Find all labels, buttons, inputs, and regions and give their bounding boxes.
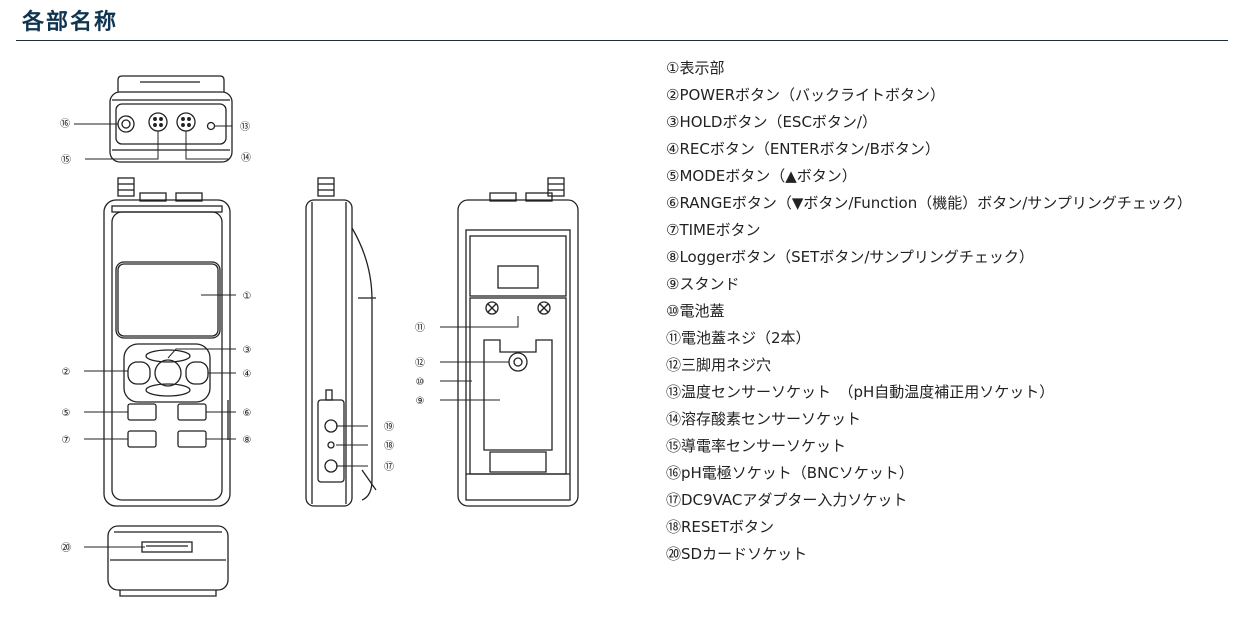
callout-3: ③: [243, 345, 252, 356]
legend-item: ⑥RANGEボタン（▼ボタン/Function（機能）ボタン/サンプリングチェッ…: [666, 194, 1192, 212]
svg-text:⑧: ⑧: [243, 435, 252, 446]
front-view: [103, 177, 231, 507]
legend-item: ①表示部: [666, 59, 725, 77]
legend-item: ⑪電池蓋ネジ（2本）: [666, 329, 811, 347]
callout-15: ⑮: [61, 154, 71, 166]
legend-item: ⑩電池蓋: [666, 302, 725, 320]
svg-text:⑱: ⑱: [384, 440, 394, 452]
device-diagram: ⑯ ⑮ ⑬ ⑭ ① ② ③ ④ ⑤ ⑥ ⑦ ⑧ ⑪ ⑫ ⑩ ⑨ ⑲ ⑱ ⑰ ⑳: [56, 75, 579, 597]
title-divider: [16, 40, 1228, 41]
svg-text:⑫: ⑫: [415, 357, 425, 369]
svg-text:⑨: ⑨: [416, 396, 425, 407]
legend-item: ⑦TIMEボタン: [666, 221, 761, 239]
callout-11: ⑪: [415, 322, 425, 334]
callout-9: ⑨: [416, 396, 425, 407]
side-sockets: [324, 419, 338, 473]
callout-20: ⑳: [61, 542, 71, 554]
side-view: [305, 177, 377, 507]
bottom-view: [107, 525, 229, 597]
legend-item: ⑯pH電極ソケット（BNCソケット）: [666, 464, 914, 482]
svg-text:⑦: ⑦: [62, 435, 71, 446]
svg-text:⑪: ⑪: [415, 322, 425, 334]
callout-10: ⑩: [416, 377, 425, 388]
callout-18: ⑱: [384, 440, 394, 452]
svg-text:②: ②: [62, 367, 71, 378]
callout-16: ⑯: [56, 114, 74, 132]
legend-item: ⑬温度センサーソケット （pH自動温度補正用ソケット）: [666, 383, 1055, 401]
svg-text:⑥: ⑥: [243, 408, 252, 419]
svg-text:⑳: ⑳: [61, 542, 71, 554]
callout-8: ⑧: [243, 435, 252, 446]
legend-item: ⑳SDカードソケット: [666, 545, 808, 563]
legend-item: ⑫三脚用ネジ穴: [666, 356, 772, 374]
legend-item: ⑨スタンド: [666, 275, 740, 293]
legend-item: ③HOLDボタン（ESCボタン/）: [666, 113, 877, 131]
legend-item: ④RECボタン（ENTERボタン/Bボタン）: [666, 140, 940, 158]
top-view: [109, 75, 233, 163]
svg-text:①: ①: [243, 291, 252, 302]
legend-item: ⑤MODEボタン（▲ボタン）: [666, 167, 857, 185]
legend-item: ⑧Loggerボタン（SETボタン/サンプリングチェック）: [666, 248, 1034, 266]
callout-4: ④: [243, 369, 252, 380]
legend-item: ⑭溶存酸素センサーソケット: [666, 410, 862, 428]
device-diagram-svg: ⑯ ⑮ ⑬ ⑭ ① ② ③ ④ ⑤ ⑥ ⑦ ⑧ ⑪ ⑫ ⑩ ⑨ ⑲ ⑱ ⑰ ⑳: [56, 75, 579, 597]
callout-19: ⑲: [384, 421, 394, 433]
legend-item: ②POWERボタン（バックライトボタン）: [666, 86, 946, 104]
svg-text:⑮: ⑮: [61, 154, 71, 166]
svg-text:⑭: ⑭: [241, 152, 251, 164]
callout-14: ⑭: [241, 152, 251, 164]
svg-text:⑩: ⑩: [416, 377, 425, 388]
callout-2: ②: [62, 367, 71, 378]
svg-text:③: ③: [243, 345, 252, 356]
callout-13: ⑬: [240, 121, 250, 133]
callout-12: ⑫: [415, 357, 425, 369]
legend-item: ⑱RESETボタン: [666, 518, 775, 536]
svg-text:④: ④: [243, 369, 252, 380]
callout-17: ⑰: [384, 461, 394, 473]
back-view: [457, 177, 579, 507]
callout-1: ①: [243, 291, 252, 302]
page-title: 各部名称: [22, 10, 119, 35]
svg-text:⑯: ⑯: [60, 118, 70, 130]
callout-5: ⑤: [62, 408, 71, 419]
svg-text:⑬: ⑬: [240, 121, 250, 133]
callout-7: ⑦: [62, 435, 71, 446]
leader-lines: [74, 123, 519, 548]
svg-text:⑤: ⑤: [62, 408, 71, 419]
legend-item: ⑮導電率センサーソケット: [666, 437, 847, 455]
legend-item: ⑰DC9VACアダプター入力ソケット: [666, 491, 908, 509]
callout-6: ⑥: [243, 408, 252, 419]
svg-text:⑰: ⑰: [384, 461, 394, 473]
parts-legend: ①表示部 ②POWERボタン（バックライトボタン） ③HOLDボタン（ESCボタ…: [666, 55, 1226, 568]
callout-labels: ⑯ ⑮ ⑬ ⑭ ① ② ③ ④ ⑤ ⑥ ⑦ ⑧ ⑪ ⑫ ⑩ ⑨ ⑲ ⑱ ⑰ ⑳: [56, 114, 425, 554]
svg-text:⑲: ⑲: [384, 421, 394, 433]
